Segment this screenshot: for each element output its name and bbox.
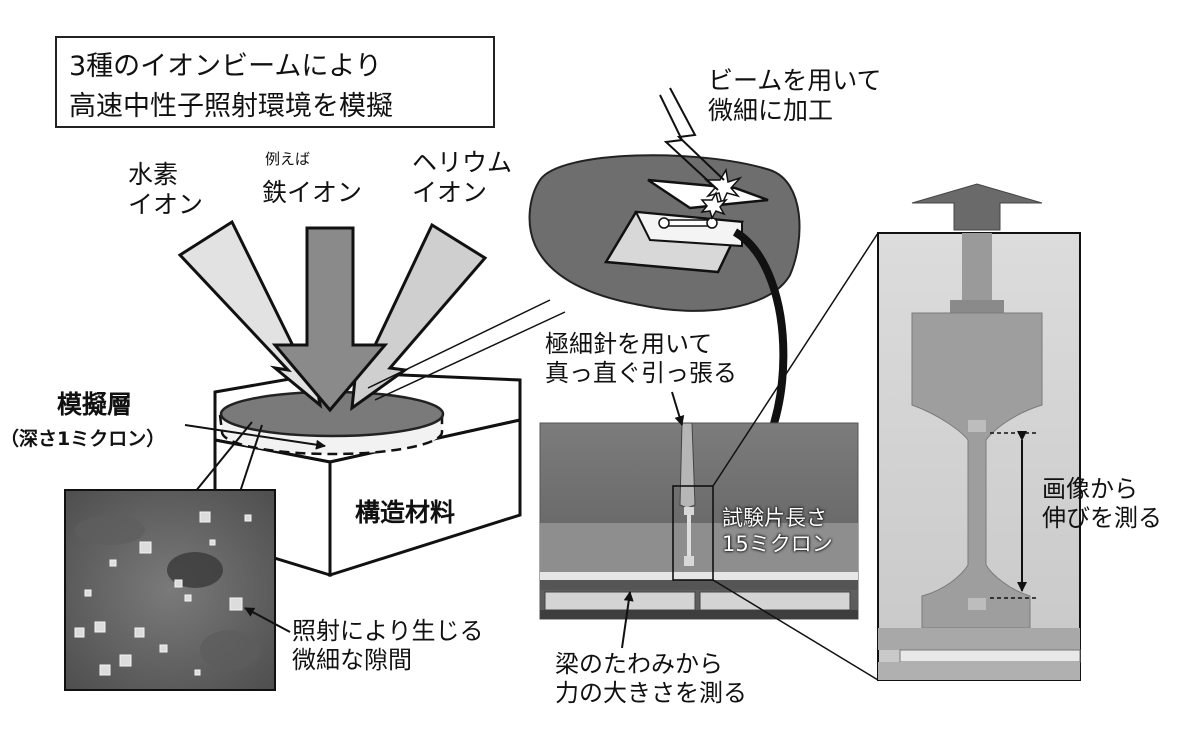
- needle-line-2: 真っ直ぐ引っ張る: [545, 358, 737, 387]
- elongation-label: 画像から 伸びを測る: [1042, 475, 1162, 533]
- specimen-line-1: 試験片長さ: [722, 506, 827, 530]
- machining-line-1: ビームを用いて: [708, 66, 882, 95]
- beam-force-line-1: 梁のたわみから: [555, 650, 723, 678]
- material-label: 構造材料: [355, 498, 456, 527]
- simulated-layer: [218, 390, 445, 456]
- title-line-2: 高速中性子照射環境を模擬: [69, 91, 393, 122]
- title-box: 3種のイオンビームにより 高速中性子照射環境を模擬: [55, 36, 495, 128]
- helium-ion-label: ヘリウム イオン: [412, 148, 512, 208]
- voids-line-1: 照射により生じる: [292, 617, 484, 645]
- machining-line-2: 微細に加工: [708, 96, 834, 125]
- needle-line-1: 極細針を用いて: [545, 330, 713, 358]
- title-line-1: 3種のイオンビームにより: [69, 51, 382, 82]
- needle-label: 極細針を用いて 真っ直ぐ引っ張る: [545, 330, 737, 388]
- layer-depth-label: （深さ1ミクロン）: [0, 428, 166, 450]
- voids-label: 照射により生じる 微細な隙間: [292, 617, 484, 675]
- hydrogen-ion-arrow: [177, 219, 323, 409]
- voids-line-2: 微細な隙間: [292, 645, 412, 674]
- helium-line-2: イオン: [412, 178, 488, 207]
- sem-tensile-image: [539, 422, 859, 620]
- hydrogen-line-1: 水素: [128, 160, 179, 189]
- layer-name-label: 模擬層: [57, 390, 133, 419]
- pull-up-arrow: [911, 183, 1043, 231]
- enlarged-specimen-panel: [877, 232, 1081, 681]
- iron-prefix-label: 例えば: [265, 150, 311, 168]
- beam-force-label: 梁のたわみから 力の大きさを測る: [555, 650, 747, 708]
- iron-ion-arrow: [271, 226, 389, 413]
- machined-sample: [528, 154, 801, 312]
- machining-label: ビームを用いて 微細に加工: [708, 66, 882, 126]
- helium-line-1: ヘリウム: [412, 148, 513, 177]
- specimen-line-2: 15ミクロン: [722, 532, 833, 557]
- hydrogen-ion-label: 水素 イオン: [128, 160, 203, 220]
- hydrogen-line-2: イオン: [128, 190, 204, 219]
- elongation-line-1: 画像から: [1042, 475, 1138, 503]
- specimen-length-label: 試験片長さ 15ミクロン: [722, 505, 833, 558]
- iron-ion-label: 鉄イオン: [262, 178, 363, 207]
- elongation-line-2: 伸びを測る: [1042, 503, 1162, 532]
- void-micrograph: [64, 489, 276, 691]
- beam-force-line-2: 力の大きさを測る: [555, 678, 747, 707]
